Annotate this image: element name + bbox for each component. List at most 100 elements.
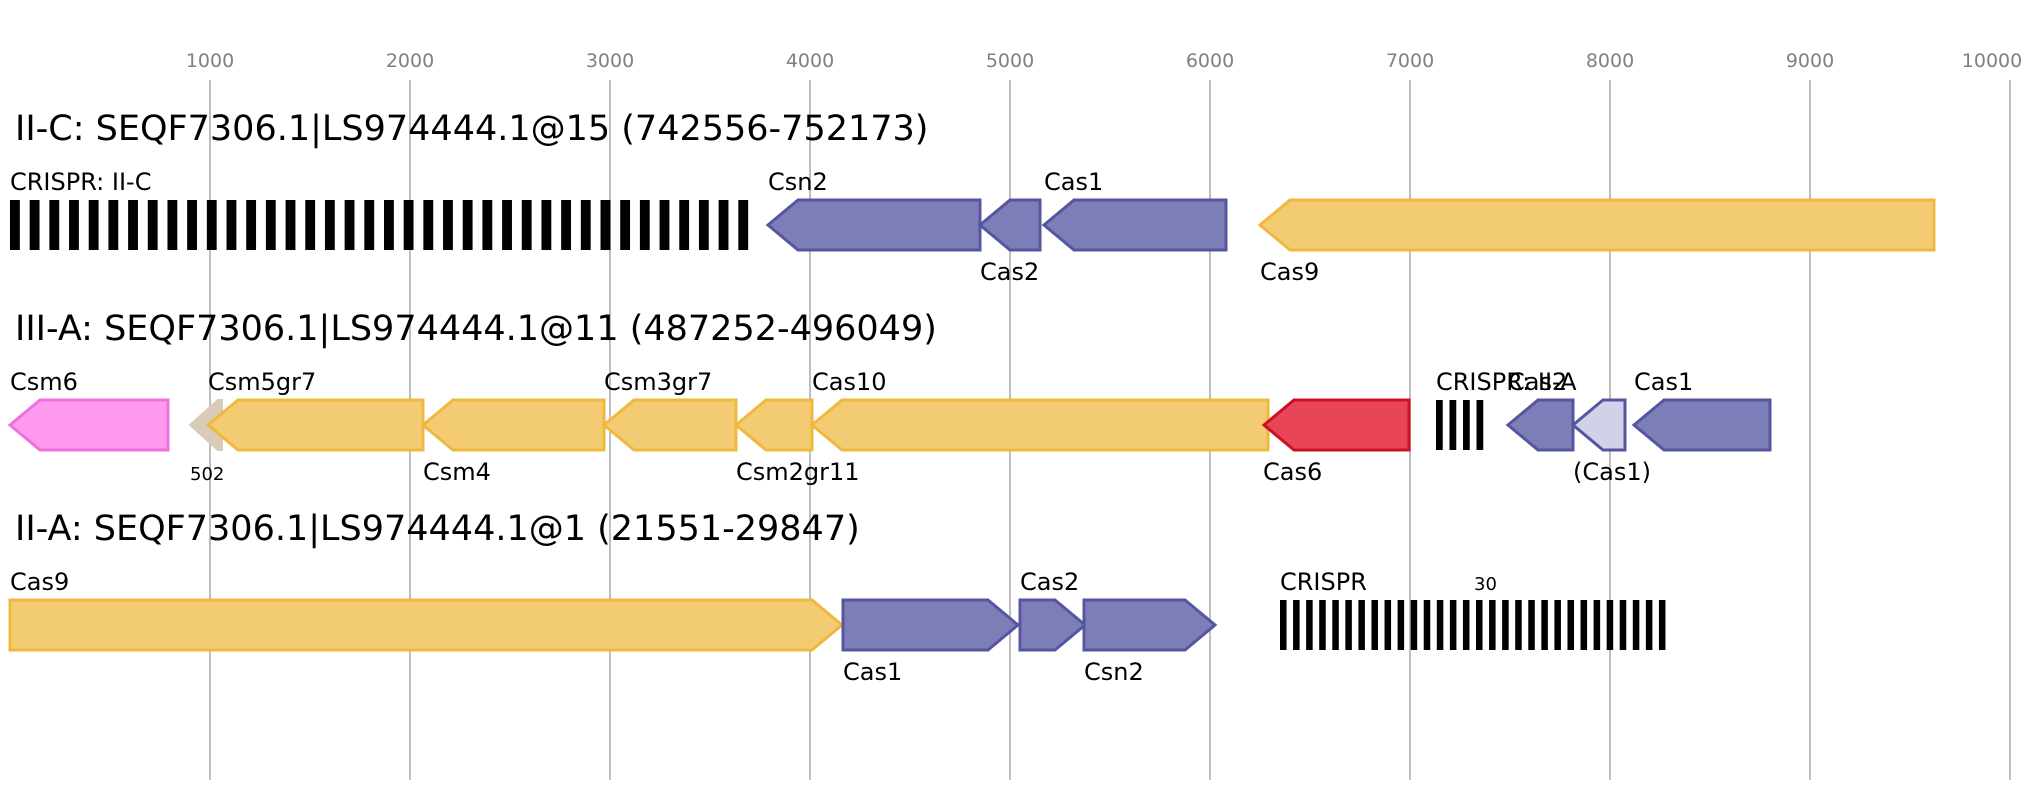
crispr-repeat xyxy=(580,200,591,250)
crispr-repeat xyxy=(49,200,60,250)
crispr-repeat xyxy=(639,200,650,250)
gene-label-cas1: Cas1 xyxy=(843,658,902,686)
crispr-repeat xyxy=(364,200,375,250)
gene-label-cas1: Cas1 xyxy=(1634,368,1693,396)
crispr-repeat xyxy=(1632,600,1640,650)
gene-label-csn2: Csn2 xyxy=(1084,658,1144,686)
gene-label-cas9: Cas9 xyxy=(10,568,69,596)
gene-arrow-csm4 xyxy=(420,398,606,452)
tick-label: 7000 xyxy=(1386,50,1434,72)
crispr-repeat xyxy=(1476,400,1484,450)
crispr-repeat xyxy=(1319,600,1326,650)
gene-label-cas10: Cas10 xyxy=(812,368,887,396)
crispr-array xyxy=(10,200,749,250)
crispr-repeat xyxy=(1371,600,1378,650)
crispr-repeat xyxy=(1332,600,1339,650)
crispr-repeat xyxy=(502,200,512,250)
crispr-repeat xyxy=(10,200,20,250)
crispr-repeat xyxy=(167,200,178,250)
locus-title: II-C: SEQF7306.1|LS974444.1@15 (742556-7… xyxy=(15,109,928,149)
gene-label-cas2: Cas2 xyxy=(1508,368,1567,396)
gene-label-cas2: Cas2 xyxy=(1020,568,1079,596)
gene-arrow-csm2gr11 xyxy=(733,398,814,452)
locus-iii-a: III-A: SEQF7306.1|LS974444.1@11 (487252-… xyxy=(7,309,1772,486)
gene-label-csm3gr7: Csm3gr7 xyxy=(604,368,712,396)
crispr-repeat xyxy=(1580,600,1588,650)
crispr-repeat xyxy=(1502,600,1509,650)
crispr-repeat xyxy=(1397,600,1405,650)
gene-label-csm6: Csm6 xyxy=(10,368,78,396)
crispr-repeat xyxy=(600,200,611,250)
crispr-repeat xyxy=(1449,600,1457,650)
crispr-repeat xyxy=(738,200,749,250)
gene-label-cas2: Cas2 xyxy=(980,258,1039,286)
crispr-repeat xyxy=(246,200,257,250)
tick-label: 4000 xyxy=(786,50,834,72)
gene-label-csm5gr7: Csm5gr7 xyxy=(208,368,316,396)
crispr-repeat xyxy=(1593,600,1601,650)
crispr-repeat xyxy=(403,200,414,250)
crispr-repeat xyxy=(88,200,99,250)
tick-label: 10000 xyxy=(1962,50,2022,72)
gene-arrow-cas1-partial xyxy=(1570,398,1627,452)
crispr-repeat xyxy=(1619,600,1627,650)
crispr-repeat xyxy=(443,200,453,250)
crispr-repeat xyxy=(1489,600,1496,650)
gene-label-csm2gr11: Csm2gr11 xyxy=(736,458,860,486)
crispr-repeat xyxy=(187,200,197,250)
crispr-repeat xyxy=(1293,600,1300,650)
crispr-repeat xyxy=(1554,600,1561,650)
crispr-repeat xyxy=(128,200,138,250)
crispr-repeat xyxy=(1306,600,1313,650)
locus-ii-a: II-A: SEQF7306.1|LS974444.1@1 (21551-298… xyxy=(8,509,1666,686)
crispr-repeat xyxy=(1436,400,1443,450)
crispr-repeat xyxy=(1449,400,1457,450)
gene-arrow-csn2 xyxy=(1082,598,1218,652)
tick-label: 3000 xyxy=(586,50,634,72)
crispr-repeat xyxy=(226,200,237,250)
crispr-repeat xyxy=(541,200,552,250)
crispr-repeat xyxy=(1462,600,1470,650)
tick-label: 6000 xyxy=(1186,50,1234,72)
gene-arrow-cas9 xyxy=(8,598,845,652)
crispr-repeat xyxy=(305,200,316,250)
gene-arrow-csn2 xyxy=(765,198,982,252)
crispr-repeat xyxy=(384,200,394,250)
crispr-repeat xyxy=(324,200,335,250)
gene-label-csm4: Csm4 xyxy=(423,458,491,486)
gene-label-cas1-partial: (Cas1) xyxy=(1573,458,1651,486)
crispr-repeat xyxy=(1463,400,1470,450)
gene-arrow-cas1 xyxy=(841,598,1021,652)
crispr-repeat xyxy=(1528,600,1535,650)
gene-arrow-csm3gr7 xyxy=(601,398,738,452)
crispr-repeat xyxy=(206,200,217,250)
crispr-repeat xyxy=(1423,600,1431,650)
gene-arrow-cas2 xyxy=(1505,398,1575,452)
crispr-label: CRISPR: II-C xyxy=(10,168,151,196)
gene-arrow-cas9 xyxy=(1257,198,1936,252)
crispr-repeat xyxy=(1645,600,1653,650)
crispr-repeat xyxy=(659,200,670,250)
crispr-repeat xyxy=(679,200,690,250)
crispr-repeat xyxy=(1384,600,1392,650)
crispr-array xyxy=(1436,400,1484,450)
gene-arrow-cas2 xyxy=(1018,598,1088,652)
crispr-label: CRISPR: II-A xyxy=(1436,368,1577,396)
crispr-repeat xyxy=(108,200,119,250)
crispr-repeat xyxy=(1280,600,1287,650)
gene-arrow-cas1 xyxy=(1631,398,1772,452)
crispr-repeat xyxy=(620,200,631,250)
tick-label: 9000 xyxy=(1786,50,1834,72)
crispr-repeat xyxy=(285,200,296,250)
crispr-repeat xyxy=(423,200,434,250)
gene-arrow-cas10 xyxy=(809,398,1270,452)
crispr-repeat xyxy=(561,200,571,250)
crispr-repeat xyxy=(1515,600,1522,650)
gene-label-cas9: Cas9 xyxy=(1260,258,1319,286)
crispr-repeat xyxy=(698,200,709,250)
gene-arrow-cas2 xyxy=(977,198,1042,252)
crispr-repeat xyxy=(1345,600,1352,650)
crispr-repeat xyxy=(265,200,276,250)
locus-title: II-A: SEQF7306.1|LS974444.1@1 (21551-298… xyxy=(15,509,860,549)
